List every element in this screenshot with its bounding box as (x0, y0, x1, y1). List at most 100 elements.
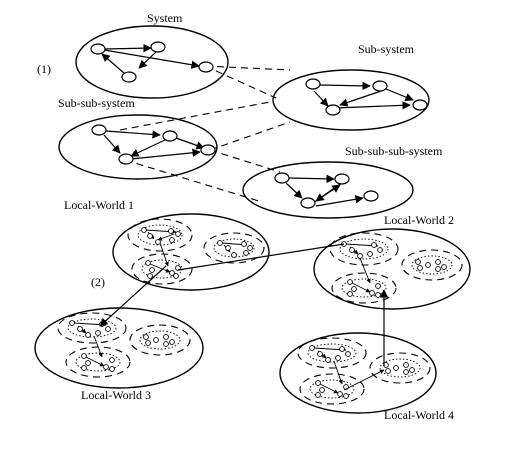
local-world-4: Local-World 4 (279, 332, 454, 422)
mini-graph (69, 320, 111, 338)
node (334, 173, 350, 185)
subsubsystem-graph (91, 124, 216, 165)
edge (313, 90, 329, 107)
inter-world-links (99, 243, 389, 366)
local-world-ellipse (313, 228, 471, 310)
subsubsubsystem-graph (274, 172, 379, 209)
subcluster (339, 238, 389, 260)
mini-graph (81, 353, 115, 372)
node (162, 130, 178, 142)
marker-2: (2) (91, 275, 105, 289)
inter-edge (93, 335, 103, 358)
subcluster (75, 352, 121, 372)
local-world-2-label: Local-World 2 (384, 213, 454, 227)
node (274, 172, 290, 184)
edge (315, 195, 364, 207)
local-world-4-label: Local-World 4 (384, 408, 454, 422)
mini-graph (315, 380, 349, 399)
node (200, 144, 216, 156)
connector (209, 149, 281, 173)
system-group: System (75, 11, 229, 99)
local-world-1-label: Local-World 1 (64, 198, 134, 212)
connector (204, 65, 277, 99)
node (305, 78, 321, 90)
edge (103, 43, 152, 53)
node (90, 43, 106, 55)
system-label: System (147, 11, 183, 25)
subcluster (139, 330, 181, 350)
mini-graph (141, 227, 181, 245)
cluster (331, 272, 397, 304)
connector (119, 101, 271, 131)
local-world-ellipse (34, 307, 204, 389)
node (91, 124, 107, 136)
subsubsubsystem-label: Sub-sub-sub-system (345, 144, 443, 158)
subsystem-ellipse (272, 69, 430, 131)
subsubsubsystem-group: Sub-sub-sub-system (242, 144, 443, 219)
node (372, 80, 388, 92)
subsystem-graph (305, 78, 428, 116)
node (300, 197, 316, 209)
link-lw1-lw2 (177, 243, 345, 271)
mini-graph (415, 259, 447, 272)
subsubsystem-group: Sub-sub-system (58, 96, 218, 180)
local-world-3-label: Local-World 3 (81, 388, 151, 402)
edge (103, 134, 121, 154)
cluster (129, 324, 191, 356)
cluster (131, 253, 193, 285)
subsubsystem-label: Sub-sub-system (58, 96, 135, 110)
node (325, 104, 341, 116)
subsubsubsystem-ellipse (242, 161, 414, 219)
edge (130, 148, 201, 160)
local-world-2: Local-World 2 (313, 213, 471, 310)
inter-edge (343, 369, 385, 391)
link-lw1-lw3 (99, 265, 167, 327)
node (118, 153, 134, 165)
cluster (369, 352, 431, 384)
subcluster (309, 379, 355, 399)
mini-graph (145, 260, 181, 279)
mini-graph (341, 241, 383, 259)
connector (209, 121, 291, 151)
system-ellipse (75, 25, 229, 99)
cluster (203, 232, 265, 264)
edge (105, 130, 161, 139)
mini-graph (309, 345, 351, 363)
edge (138, 51, 157, 69)
cluster (297, 337, 367, 369)
subcluster (379, 358, 421, 378)
node (412, 99, 428, 111)
subcluster (307, 343, 357, 363)
inter-edge (159, 242, 169, 267)
edge (288, 174, 335, 184)
edge (335, 101, 411, 110)
edge (339, 89, 385, 107)
local-world-1: Local-World 1 (64, 198, 270, 291)
subcluster (213, 238, 255, 258)
node (150, 41, 166, 53)
local-world-ellipse (279, 332, 437, 414)
edge (103, 49, 200, 69)
cluster (57, 312, 127, 344)
subcluster (341, 278, 387, 298)
subcluster (67, 318, 117, 338)
edge (319, 81, 371, 91)
hierarchy-connectors (119, 65, 291, 203)
edge (101, 53, 125, 74)
mini-graph (347, 279, 381, 298)
local-world-ellipse (112, 213, 270, 291)
connector (204, 65, 291, 71)
cluster (401, 249, 463, 281)
subsystem-label: Sub-system (358, 42, 415, 56)
subsystem-group: Sub-system (272, 42, 430, 131)
edge (285, 182, 303, 199)
subcluster (411, 255, 453, 275)
local-world-3: Local-World 3 (34, 307, 204, 402)
connector (124, 159, 263, 203)
mini-graph (217, 240, 253, 258)
cluster (127, 218, 193, 252)
cluster (329, 232, 399, 266)
mini-graph (143, 334, 175, 347)
inter-edge (333, 360, 343, 385)
